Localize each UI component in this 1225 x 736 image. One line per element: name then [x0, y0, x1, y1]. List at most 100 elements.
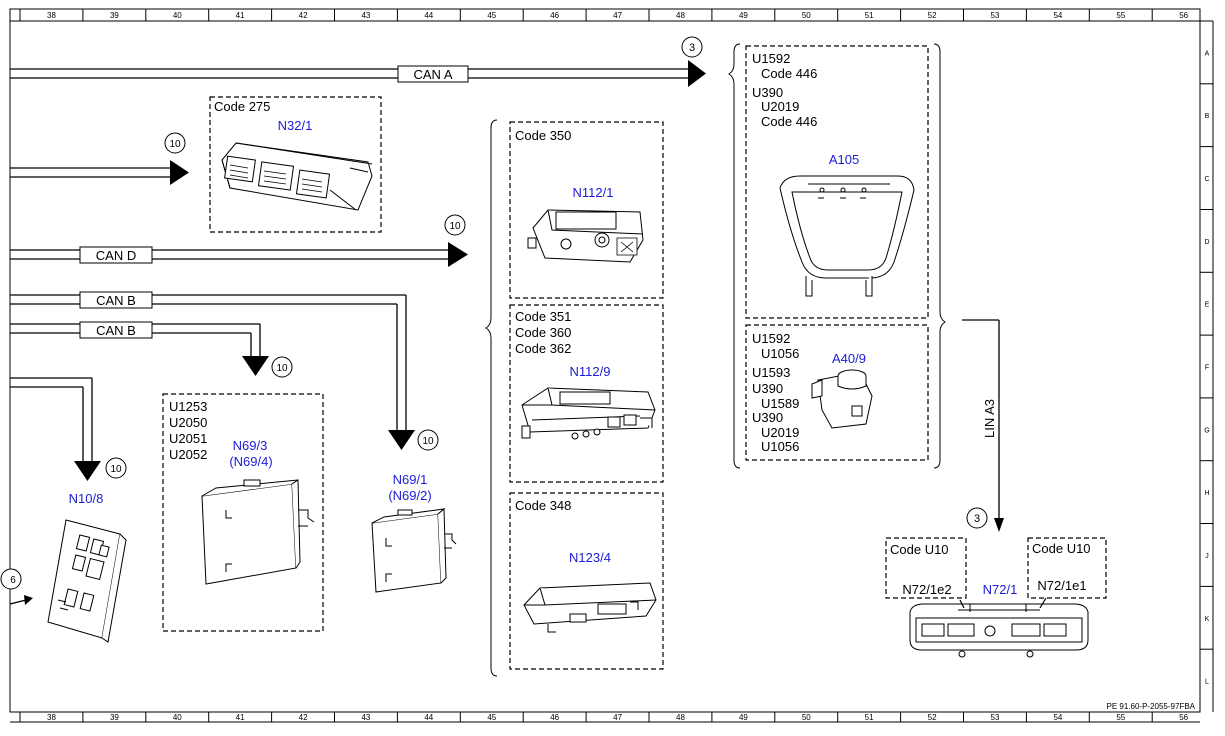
column-label-bottom: 51	[865, 713, 874, 722]
n69-3-code-3: U2052	[169, 447, 207, 462]
column-label-top: 56	[1179, 11, 1188, 20]
n32-1-name: N32/1	[278, 118, 313, 133]
n32-1-box	[209, 96, 382, 233]
ref-circle-3-bottom: 3	[966, 507, 988, 529]
row-label: B	[1205, 113, 1210, 120]
column-label-top: 46	[550, 11, 559, 20]
n72-1-panel-drawing	[909, 597, 1089, 658]
a40-9-code-5: U390	[752, 410, 783, 425]
column-label-top: 49	[739, 11, 748, 20]
row-label: C	[1204, 176, 1209, 183]
ref-circle-10-n32: 10	[164, 132, 186, 154]
row-label: F	[1205, 365, 1209, 372]
n69-3-box	[162, 393, 324, 632]
n10-8-name: N10/8	[69, 491, 104, 506]
svg-text:10: 10	[449, 221, 461, 232]
row-label: G	[1204, 427, 1209, 434]
column-label-bottom: 48	[676, 713, 685, 722]
n72-1e2-name: N72/1e2	[902, 582, 951, 597]
a40-9-code-0: U1592	[752, 331, 790, 346]
column-label-top: 45	[487, 11, 496, 20]
n72-1e1-name: N72/1e1	[1037, 578, 1086, 593]
n69-3-name: N69/3	[233, 438, 268, 453]
a105-code-3: U2019	[761, 99, 799, 114]
n69-3-code-1: U2050	[169, 415, 207, 430]
a40-9-code-3: U390	[752, 381, 783, 396]
column-label-bottom: 49	[739, 713, 748, 722]
svg-text:10: 10	[169, 139, 181, 150]
column-ruler-ticks: 3838393940404141424243434444454546464747…	[19, 9, 1189, 722]
n72-1e2-box	[885, 537, 967, 599]
brace-middle	[485, 119, 498, 677]
column-label-bottom: 41	[236, 713, 245, 722]
n69-3-module-drawing	[201, 479, 315, 585]
column-label-bottom: 42	[299, 713, 308, 722]
a40-9-name: A40/9	[832, 351, 866, 366]
n112-9-module-drawing	[521, 387, 656, 440]
row-label: K	[1205, 616, 1210, 623]
n69-3-alt: (N69/4)	[229, 454, 272, 469]
brace-right-right	[933, 43, 946, 469]
ref-6-arrow	[9, 595, 33, 605]
brace-right-left	[728, 43, 741, 469]
column-label-top: 38	[47, 11, 56, 20]
a105-code-4: Code 446	[761, 114, 817, 129]
n72-1e1-code: Code U10	[1032, 541, 1091, 556]
row-label: H	[1204, 490, 1209, 497]
column-label-bottom: 39	[110, 713, 119, 722]
a40-9-knob-drawing	[811, 369, 873, 429]
n112-1-box	[509, 121, 664, 299]
column-label-top: 51	[865, 11, 874, 20]
n123-4-box	[509, 492, 664, 670]
a105-box	[745, 45, 929, 319]
column-label-top: 42	[299, 11, 308, 20]
n72-1-name: N72/1	[983, 582, 1018, 597]
column-label-top: 48	[676, 11, 685, 20]
can-b-label-2: CAN B	[96, 323, 136, 338]
n112-9-code-2: Code 362	[515, 341, 571, 356]
lin-a3-label: LIN A3	[982, 399, 997, 438]
n112-1-module-drawing	[527, 209, 644, 263]
column-label-bottom: 38	[47, 713, 56, 722]
a105-code-2: U390	[752, 85, 783, 100]
can-a-bus	[10, 60, 706, 87]
a105-code-1: Code 446	[761, 66, 817, 81]
svg-text:3: 3	[974, 513, 980, 525]
column-label-top: 50	[802, 11, 811, 20]
n123-4-name: N123/4	[569, 550, 611, 565]
column-label-bottom: 47	[613, 713, 622, 722]
a40-9-code-6: U2019	[761, 425, 799, 440]
can-a-label: CAN A	[413, 67, 452, 82]
svg-text:10: 10	[276, 363, 288, 374]
column-label-top: 41	[236, 11, 245, 20]
n123-4-code: Code 348	[515, 498, 571, 513]
a40-9-code-4: U1589	[761, 396, 799, 411]
column-label-bottom: 53	[991, 713, 1000, 722]
column-label-top: 44	[424, 11, 433, 20]
a40-9-code-1: U1056	[761, 346, 799, 361]
row-label: D	[1204, 239, 1209, 246]
column-label-bottom: 40	[173, 713, 182, 722]
ref-circle-10-n10-8: 10	[105, 457, 127, 479]
a105-panel-drawing	[779, 175, 915, 297]
n69-3-code-2: U2051	[169, 431, 207, 446]
n32-1-code: Code 275	[214, 99, 270, 114]
n32-1-feed	[10, 160, 189, 185]
column-label-bottom: 50	[802, 713, 811, 722]
ref-circle-10-n69-1: 10	[417, 429, 439, 451]
n32-1-module-drawing	[221, 142, 373, 211]
row-label: E	[1205, 302, 1210, 309]
n69-1-name: N69/1	[393, 472, 428, 487]
ref-circle-10-n69-3: 10	[271, 356, 293, 378]
svg-text:10: 10	[422, 436, 434, 447]
n10-8-fusebox-drawing	[47, 519, 127, 643]
n112-1-code: Code 350	[515, 128, 571, 143]
n10-8-feed	[10, 377, 101, 481]
column-label-bottom: 55	[1116, 713, 1125, 722]
can-b-bus-1	[10, 291, 415, 450]
svg-text:10: 10	[110, 464, 122, 475]
n112-9-code-0: Code 351	[515, 309, 571, 324]
can-b-bus-2	[10, 321, 269, 376]
